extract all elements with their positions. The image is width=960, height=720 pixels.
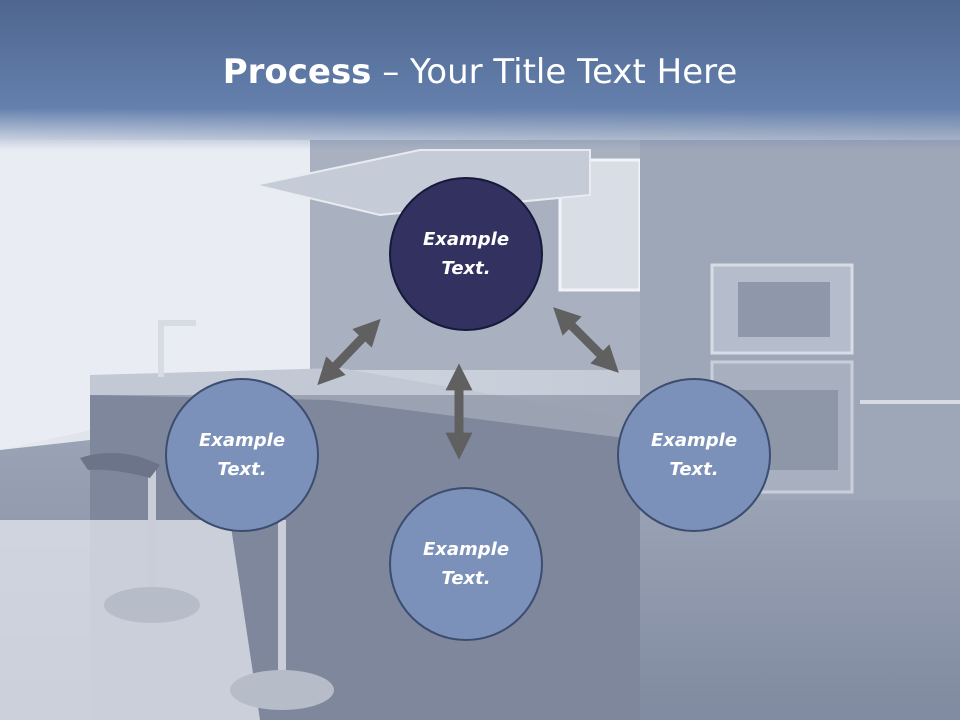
process-node-bottom: Example Text.	[389, 487, 543, 641]
node-left-text: Example Text.	[198, 430, 286, 480]
title-bold-part: Process	[222, 52, 372, 92]
node-top-text: Example Text.	[422, 229, 510, 279]
node-right-text: Example Text.	[650, 430, 738, 480]
process-node-top: Example Text.	[389, 177, 543, 331]
title-rest-part: – Your Title Text Here	[371, 52, 738, 92]
title-band	[0, 0, 960, 150]
process-node-left: Example Text.	[165, 378, 319, 532]
slide-title: Process – Your Title Text Here	[0, 52, 960, 92]
process-node-right: Example Text.	[617, 378, 771, 532]
node-bottom-text: Example Text.	[422, 539, 510, 589]
arrow-top-right	[553, 307, 619, 373]
arrow-top-left	[317, 318, 381, 386]
